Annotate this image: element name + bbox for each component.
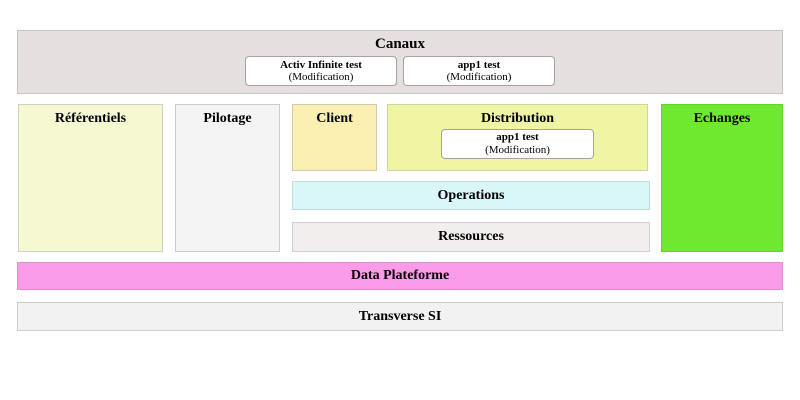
block-pilotage: Pilotage bbox=[175, 104, 280, 252]
block-echanges: Echanges bbox=[661, 104, 783, 252]
band-data-plateforme-title: Data Plateforme bbox=[350, 268, 450, 283]
app-modification-label: (Modification) bbox=[446, 71, 512, 84]
band-ressources-title: Ressources bbox=[438, 229, 504, 244]
app-box-activ-infinite-test[interactable]: Activ Infinite test (Modification) bbox=[245, 56, 397, 87]
band-data-plateforme: Data Plateforme bbox=[17, 262, 783, 290]
block-echanges-title: Echanges bbox=[693, 111, 751, 126]
block-pilotage-title: Pilotage bbox=[203, 111, 252, 126]
app-name: app1 test bbox=[457, 58, 501, 71]
app-modification-label: (Modification) bbox=[485, 144, 550, 157]
canaux-apps-row: Activ Infinite test (Modification) app1 … bbox=[18, 56, 782, 87]
block-canaux-title: Canaux bbox=[374, 36, 426, 52]
band-operations-title: Operations bbox=[437, 187, 505, 203]
band-transverse-si-title: Transverse SI bbox=[358, 308, 442, 324]
block-canaux: Canaux Activ Infinite test (Modification… bbox=[17, 30, 783, 94]
band-operations: Operations bbox=[292, 181, 650, 210]
block-referentiels: Référentiels bbox=[18, 104, 163, 252]
block-distribution-title: Distribution bbox=[480, 111, 555, 126]
app-name: app1 test bbox=[496, 131, 539, 144]
app-box-app1-test[interactable]: app1 test (Modification) bbox=[403, 56, 555, 87]
block-distribution: Distribution app1 test (Modification) bbox=[387, 104, 648, 171]
app-box-app1-test-distribution[interactable]: app1 test (Modification) bbox=[441, 129, 594, 160]
block-client-title: Client bbox=[316, 111, 353, 126]
block-referentiels-title: Référentiels bbox=[54, 111, 127, 126]
distribution-apps-row: app1 test (Modification) bbox=[388, 129, 647, 160]
app-modification-label: (Modification) bbox=[288, 71, 354, 84]
block-client: Client bbox=[292, 104, 377, 171]
band-transverse-si: Transverse SI bbox=[17, 302, 783, 331]
app-name: Activ Infinite test bbox=[280, 58, 362, 71]
band-ressources: Ressources bbox=[292, 222, 650, 252]
